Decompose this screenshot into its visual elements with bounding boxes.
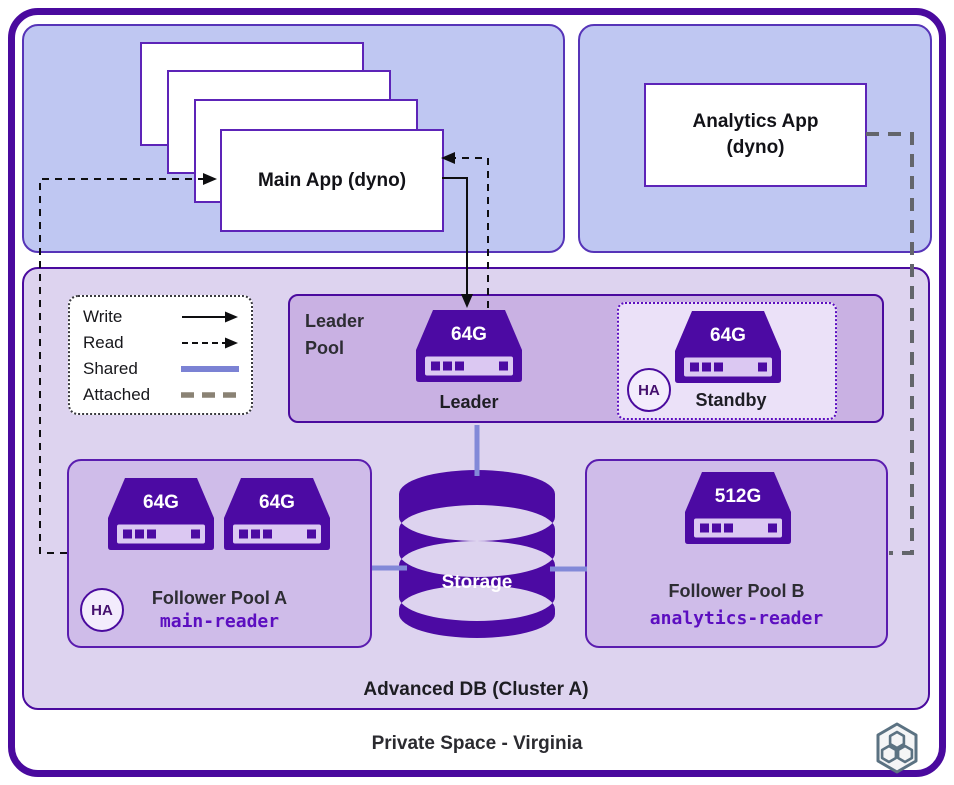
follower-a-title: Follower Pool A: [151, 588, 288, 608]
leader-server-icon: 64G: [416, 310, 522, 382]
follower-a-server2-icon: 64G: [224, 478, 330, 550]
analytics-app-region: Analytics App (dyno): [578, 24, 932, 253]
leader-server-size: 64G: [451, 324, 487, 345]
follower-pool-b: 512G Follower Pool B analytics-reader: [585, 459, 888, 648]
private-space-hexagon-icon: [876, 722, 918, 774]
legend: Write Read Shared Attached: [68, 295, 253, 415]
follower-a-ha-badge: HA: [80, 588, 124, 632]
write-arrow-icon: [182, 311, 238, 323]
legend-read-label: Read: [83, 333, 124, 352]
analytics-app-label: Analytics App (dyno): [693, 109, 819, 161]
follower-b-server-icon: 512G: [685, 472, 791, 544]
storage-cylinder-icon: Storage: [399, 470, 555, 638]
follower-pool-a: 64G 64G HA Follower Pool A main-reader: [67, 459, 372, 648]
private-space-title: Private Space - Virginia: [371, 733, 583, 754]
leader-caption: Leader: [439, 392, 499, 412]
legend-row-write: Write: [83, 304, 239, 330]
analytics-app-label-line1: Analytics App: [692, 111, 819, 132]
read-arrow-icon: [182, 337, 238, 349]
shared-line-icon: [181, 366, 239, 372]
follower-a-server2-size: 64G: [259, 492, 295, 513]
follower-a-server1-size: 64G: [143, 492, 179, 513]
attached-line-icon: [181, 392, 239, 398]
follower-b-db-name: analytics-reader: [649, 608, 824, 629]
analytics-app-card: Analytics App (dyno): [644, 83, 867, 187]
leader-pool: Leader Pool 64G Leader 64G HA Standby: [288, 294, 884, 423]
leader-pool-label-line1: Leader: [305, 311, 365, 331]
standby-server-size: 64G: [710, 325, 746, 346]
standby-caption: Standby: [695, 390, 767, 410]
legend-attached-label: Attached: [83, 385, 151, 404]
legend-row-read: Read: [83, 330, 239, 356]
follower-a-db-name: main-reader: [159, 611, 280, 632]
analytics-app-label-line2: (dyno): [726, 137, 785, 158]
standby-server-icon: 64G: [675, 311, 781, 383]
main-app-card: Main App (dyno): [220, 129, 444, 232]
main-app-region: Main App (dyno): [22, 24, 565, 253]
follower-b-server-size: 512G: [715, 486, 761, 507]
legend-write-label: Write: [83, 307, 123, 326]
storage-label: Storage: [442, 572, 513, 593]
follower-b-title: Follower Pool B: [668, 581, 805, 601]
cluster-title: Advanced DB (Cluster A): [363, 679, 589, 700]
legend-row-shared: Shared: [83, 356, 239, 382]
legend-shared-label: Shared: [83, 359, 138, 378]
legend-row-attached: Attached: [83, 382, 239, 408]
standby-ha-badge: HA: [627, 368, 671, 412]
main-app-label: Main App (dyno): [257, 169, 407, 191]
leader-pool-label-line2: Pool: [305, 338, 344, 358]
follower-a-server1-icon: 64G: [108, 478, 214, 550]
standby-box: 64G HA Standby: [617, 302, 837, 420]
leader-pool-label: Leader Pool: [305, 308, 364, 362]
